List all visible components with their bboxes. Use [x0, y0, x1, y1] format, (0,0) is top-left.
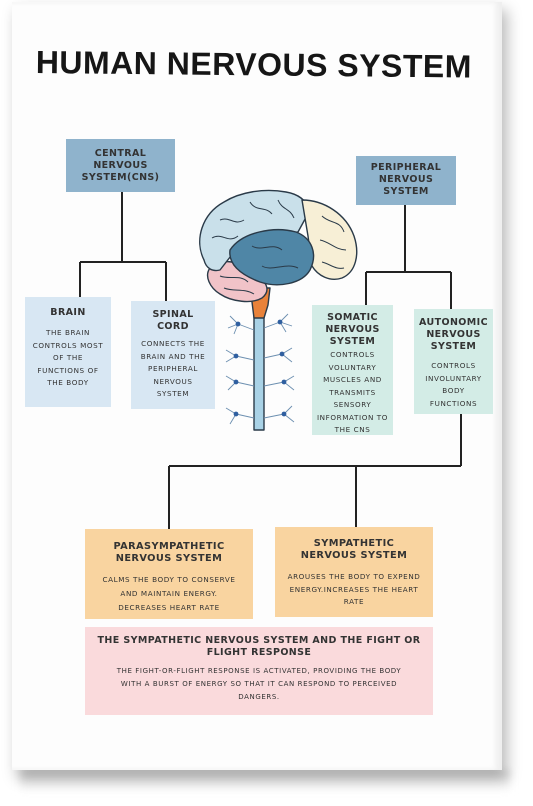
parasympathetic-heading-line2: NERVOUS SYSTEM — [115, 553, 223, 564]
fight-flight-heading-line1: THE SYMPATHETIC NERVOUS SYSTEM AND THE F… — [97, 635, 421, 646]
somatic-heading-line3: SYSTEM — [329, 336, 376, 347]
somatic-box: SOMATIC NERVOUS SYSTEM CONTROLS VOLUNTAR… — [312, 305, 393, 435]
spinal-cord-description: CONNECTS THE BRAIN AND THE PERIPHERAL NE… — [131, 338, 215, 401]
somatic-description: CONTROLS VOLUNTARY MUSCLES AND TRANSMITS… — [312, 349, 393, 437]
brain-heading: BRAIN — [50, 307, 86, 318]
parasympathetic-desc-line: DECREASES HEART RATE — [118, 603, 220, 612]
autonomic-desc-line: FUNCTIONS — [429, 398, 478, 408]
neurons — [225, 313, 295, 425]
somatic-heading-line2: NERVOUS — [325, 324, 380, 335]
frontal-lobe-shape — [199, 189, 311, 272]
sympathetic-desc-line: RATE — [343, 597, 365, 606]
brain-desc-line: CONTROLS MOST — [32, 340, 104, 350]
brain-desc-line: OF THE — [52, 353, 83, 362]
brain-desc-line: FUNCTIONS OF — [37, 365, 99, 375]
autonomic-desc-line: BODY — [442, 386, 465, 395]
spinal-desc-line: PERIPHERAL — [148, 364, 198, 373]
fight-flight-heading-line2: FLIGHT RESPONSE — [206, 647, 312, 658]
cns-label-line3: SYSTEM(CNS) — [81, 172, 160, 183]
parasympathetic-desc-line: CALMS THE BODY TO CONSERVE — [102, 575, 236, 584]
brain-desc-line: THE BODY — [47, 378, 89, 387]
spinal-desc-line: CONNECTS THE — [141, 339, 205, 348]
parasympathetic-description: CALMS THE BODY TO CONSERVE AND MAINTAIN … — [85, 573, 253, 615]
pns-label-line1: PERIPHERAL — [370, 162, 442, 173]
brain-description: THE BRAIN CONTROLS MOST OF THE FUNCTIONS… — [25, 327, 111, 390]
somatic-desc-line: TRANSMITS — [329, 387, 376, 397]
fight-flight-desc-line: THE FIGHT-OR-FLIGHT RESPONSE IS ACTIVATE… — [116, 667, 402, 675]
autonomic-heading-line3: SYSTEM — [430, 341, 477, 352]
somatic-desc-line: MUSCLES AND — [323, 375, 382, 384]
cns-box: CENTRAL NERVOUS SYSTEM(CNS) — [66, 139, 175, 192]
sympathetic-heading-line1: SYMPATHETIC — [313, 538, 395, 549]
spinal-cord-heading-line1: SPINAL — [152, 309, 194, 320]
brain-and-spinal-cord-icon — [199, 189, 358, 431]
brain-folds — [211, 199, 347, 295]
autonomic-description: CONTROLS INVOLUNTARY BODY FUNCTIONS — [414, 360, 493, 410]
autonomic-box: AUTONOMIC NERVOUS SYSTEM CONTROLS INVOLU… — [414, 309, 493, 414]
spinal-cord-box: SPINAL CORD CONNECTS THE BRAIN AND THE P… — [131, 301, 215, 409]
autonomic-desc-line: INVOLUNTARY — [425, 373, 482, 383]
sympathetic-box: SYMPATHETIC NERVOUS SYSTEM AROUSES THE B… — [275, 527, 433, 617]
pns-label-line2: NERVOUS — [378, 174, 434, 185]
somatic-desc-line: INFORMATION TO — [316, 412, 389, 422]
brain-box: BRAIN THE BRAIN CONTROLS MOST OF THE FUN… — [25, 297, 111, 407]
sympathetic-heading-line2: NERVOUS SYSTEM — [300, 550, 408, 561]
somatic-desc-line: CONTROLS — [330, 350, 375, 359]
fight-flight-desc-line: WITH A BURST OF ENERGY SO THAT IT CAN RE… — [120, 680, 398, 688]
parasympathetic-heading-line1: PARASYMPATHETIC — [113, 541, 225, 552]
spinal-cord-heading-line2: CORD — [157, 321, 189, 332]
pns-box: PERIPHERAL NERVOUS SYSTEM — [356, 156, 456, 205]
brain-desc-line: THE BRAIN — [45, 328, 91, 337]
sympathetic-description: AROUSES THE BODY TO EXPEND ENERGY.INCREA… — [275, 571, 433, 609]
canvas-shadow — [20, 770, 510, 792]
somatic-desc-line: THE CNS — [334, 425, 371, 434]
sympathetic-desc-line: AROUSES THE BODY TO EXPEND — [287, 572, 421, 581]
parasympathetic-desc-line: AND MAINTAIN ENERGY. — [120, 589, 218, 598]
autonomic-heading-line1: AUTONOMIC — [419, 317, 488, 328]
temporal-lobe-shape — [229, 229, 315, 286]
occipital-lobe-shape — [301, 199, 358, 280]
autonomic-heading-line2: NERVOUS — [426, 329, 481, 340]
spinal-desc-line: SYSTEM — [156, 389, 190, 398]
parasympathetic-box: PARASYMPATHETIC NERVOUS SYSTEM CALMS THE… — [85, 529, 253, 619]
fight-or-flight-box: THE SYMPATHETIC NERVOUS SYSTEM AND THE F… — [85, 627, 433, 715]
fight-flight-desc-line: DANGERS. — [238, 693, 280, 701]
spinal-desc-line: NERVOUS — [153, 376, 193, 386]
spinal-cord-shape — [253, 314, 265, 431]
pns-label-line3: SYSTEM — [383, 186, 429, 197]
sympathetic-desc-line: ENERGY.INCREASES THE HEART — [289, 584, 419, 594]
cns-label-line1: CENTRAL — [94, 148, 147, 159]
neuron-cells — [233, 319, 287, 417]
fight-flight-description: THE FIGHT-OR-FLIGHT RESPONSE IS ACTIVATE… — [85, 665, 433, 704]
somatic-desc-line: SENSORY — [333, 400, 372, 409]
cns-label-line2: NERVOUS — [93, 160, 148, 171]
somatic-desc-line: VOLUNTARY — [328, 362, 377, 372]
autonomic-desc-line: CONTROLS — [431, 361, 476, 370]
somatic-heading-line1: SOMATIC — [327, 312, 378, 323]
spinal-desc-line: BRAIN AND THE — [140, 351, 206, 361]
